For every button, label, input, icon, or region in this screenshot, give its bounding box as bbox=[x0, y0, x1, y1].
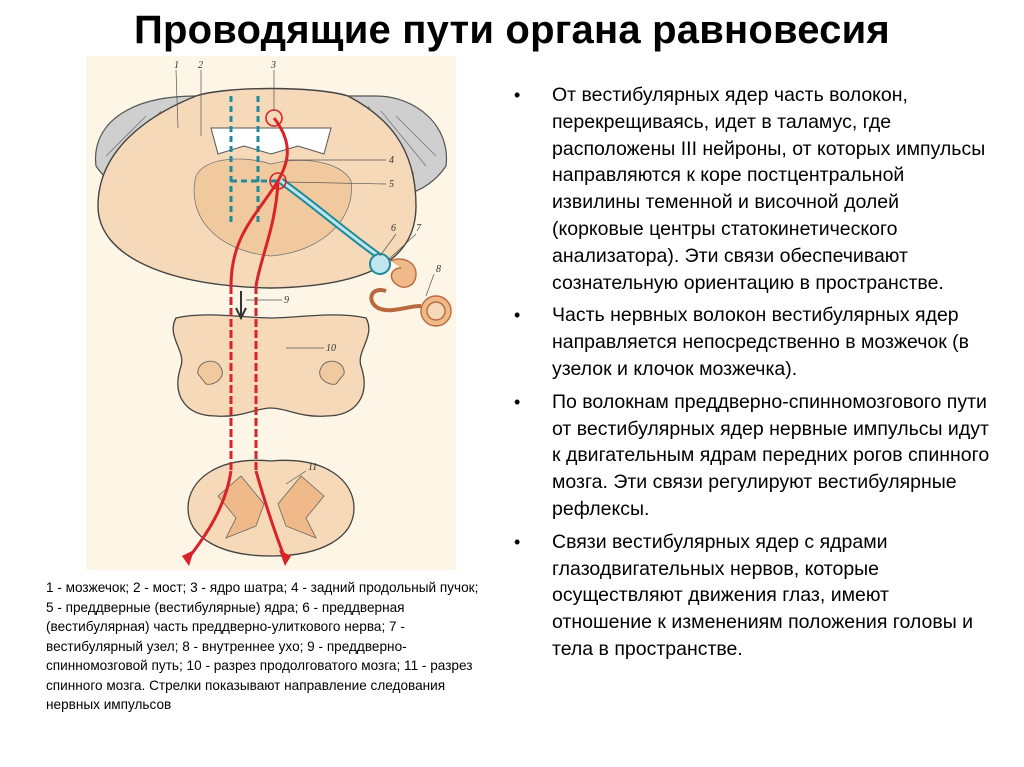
bullet-item: • Часть нервных волокон вестибулярных яд… bbox=[514, 302, 994, 382]
label-7: 7 bbox=[416, 223, 422, 234]
bullet-marker: • bbox=[514, 85, 521, 105]
vestibular-ganglion bbox=[369, 253, 391, 275]
direction-arrow bbox=[235, 291, 247, 321]
label-4: 4 bbox=[389, 155, 394, 166]
pathway-diagram: 1 2 3 4 5 6 7 8 9 10 11 bbox=[86, 56, 456, 570]
bullet-marker: • bbox=[514, 391, 521, 412]
label-5: 5 bbox=[389, 179, 394, 190]
bullet-item: • Связи вестибулярных ядер с ядрами глаз… bbox=[514, 529, 994, 663]
page-title: Проводящие пути органа равновесия bbox=[134, 8, 890, 52]
arrow-left bbox=[182, 550, 194, 566]
bullet-text: Часть нервных волокон вестибулярных ядер… bbox=[552, 304, 970, 380]
medulla-section bbox=[172, 314, 370, 417]
spinal-cord-section bbox=[187, 459, 355, 557]
bullet-item: • По волокнам преддверно-спинномозгового… bbox=[514, 389, 994, 523]
label-10: 10 bbox=[326, 343, 336, 354]
fourth-ventricle bbox=[210, 127, 332, 155]
label-11: 11 bbox=[308, 462, 317, 473]
label-3: 3 bbox=[270, 60, 276, 71]
label-1: 1 bbox=[174, 60, 179, 71]
bullet-item: • От вестибулярных ядер часть волокон, п… bbox=[514, 82, 994, 296]
label-6: 6 bbox=[391, 223, 396, 234]
leader-lines bbox=[175, 69, 435, 485]
bullet-text: От вестибулярных ядер часть волокон, пер… bbox=[552, 84, 986, 294]
bullet-marker: • bbox=[514, 531, 521, 552]
bullet-marker: • bbox=[514, 305, 521, 326]
label-9: 9 bbox=[284, 295, 289, 306]
olive-right bbox=[319, 360, 345, 385]
figure-caption: 1 - мозжечок; 2 - мост; 3 - ядро шатра; … bbox=[46, 580, 479, 712]
olive-left bbox=[197, 360, 223, 385]
bullet-text: По волокнам преддверно-спинномозгового п… bbox=[552, 390, 990, 520]
inner-ear bbox=[369, 258, 452, 327]
bullet-list: • От вестибулярных ядер часть волокон, п… bbox=[514, 82, 994, 669]
label-2: 2 bbox=[198, 60, 203, 71]
medial-longitudinal-fasciculus bbox=[229, 96, 281, 226]
vestibulospinal-tract bbox=[184, 117, 289, 562]
pathway-diagram-svg: 1 2 3 4 5 6 7 8 9 10 11 bbox=[94, 60, 452, 566]
pons-gray-matter bbox=[193, 158, 352, 257]
spinal-gray-matter bbox=[217, 475, 325, 539]
arrow-right bbox=[279, 550, 291, 566]
label-8: 8 bbox=[436, 264, 441, 275]
bullet-text: Связи вестибулярных ядер с ядрами глазод… bbox=[552, 530, 974, 660]
figure-labels: 1 2 3 4 5 6 7 8 9 10 11 bbox=[174, 60, 441, 473]
